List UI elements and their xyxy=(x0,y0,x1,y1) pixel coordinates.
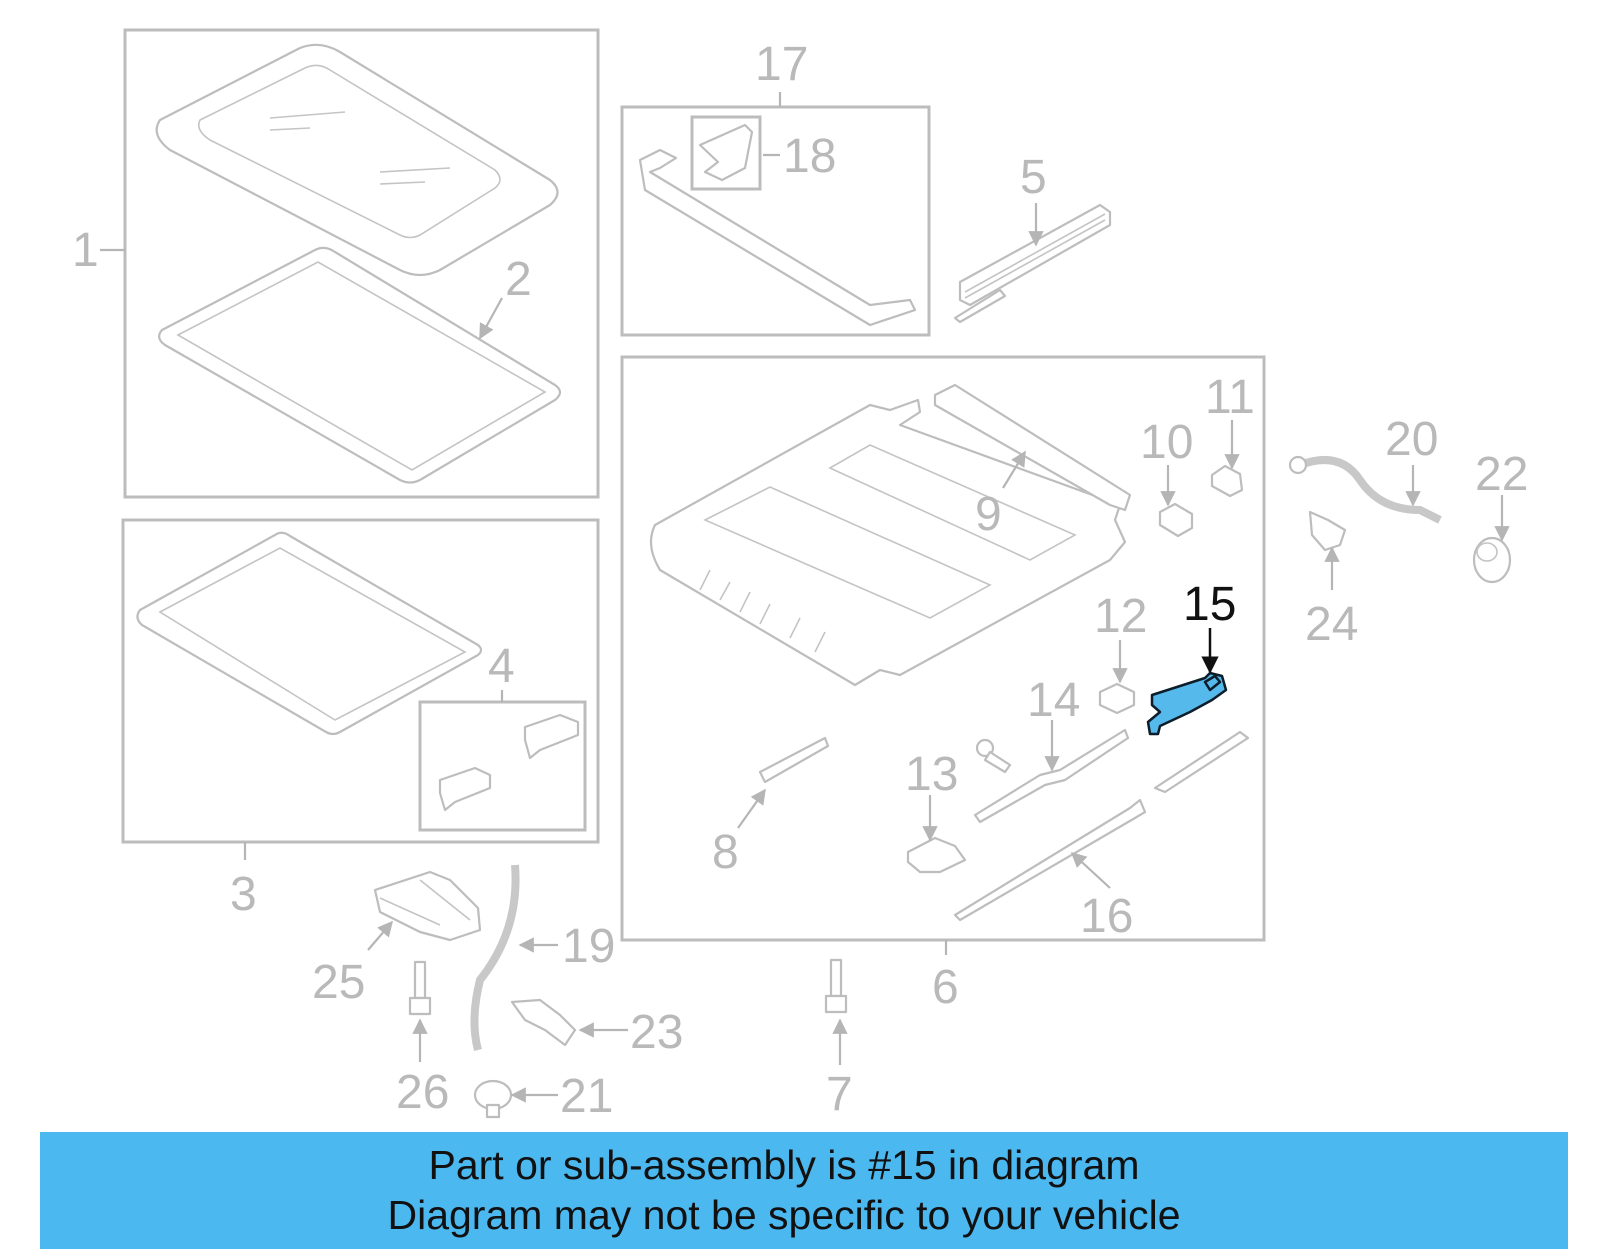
callout-21: 21 xyxy=(560,1070,613,1123)
group-box-18 xyxy=(690,115,762,191)
banner-line-1: Part or sub-assembly is #15 in diagram xyxy=(428,1142,1140,1188)
callout-13: 13 xyxy=(905,748,958,801)
part-22-grommet[interactable] xyxy=(1472,536,1512,584)
group-box-3 xyxy=(121,518,600,844)
part-7-bolt[interactable] xyxy=(824,958,848,1014)
part-24-clip[interactable] xyxy=(1308,510,1347,552)
part-25-motor[interactable] xyxy=(373,870,482,942)
callout-12: 12 xyxy=(1094,590,1147,643)
callout-26: 26 xyxy=(396,1066,449,1119)
part-1-glass-panel[interactable] xyxy=(155,43,559,277)
callout-7: 7 xyxy=(826,1068,853,1121)
part-10-bracket[interactable] xyxy=(1158,502,1194,538)
callout-4: 4 xyxy=(488,640,515,693)
group-box-17 xyxy=(620,105,931,337)
callout-22: 22 xyxy=(1475,448,1528,501)
callout-15: 15 xyxy=(1183,578,1236,631)
part-17-wind-deflector[interactable] xyxy=(638,148,917,327)
part-23-bracket[interactable] xyxy=(510,998,577,1047)
callout-23: 23 xyxy=(630,1006,683,1059)
part-9-cross-member[interactable] xyxy=(933,383,1132,512)
callout-10: 10 xyxy=(1140,416,1193,469)
part-11-clip[interactable] xyxy=(1210,464,1244,498)
group-box-1 xyxy=(123,28,600,499)
callout-19: 19 xyxy=(562,920,615,973)
callout-20: 20 xyxy=(1385,413,1438,466)
callout-2: 2 xyxy=(505,253,532,306)
callout-9: 9 xyxy=(975,488,1002,541)
callout-17: 17 xyxy=(755,38,808,91)
part-19-drain-hose[interactable] xyxy=(470,864,520,1052)
part-12-block[interactable] xyxy=(1098,682,1136,715)
part-2-seal[interactable] xyxy=(158,246,562,484)
callout-14: 14 xyxy=(1027,674,1080,727)
part-14-link-rail[interactable] xyxy=(973,728,1130,824)
part-5-guide-rail[interactable] xyxy=(953,203,1112,324)
callout-24: 24 xyxy=(1305,598,1358,651)
part-13-stopper[interactable] xyxy=(906,836,967,874)
callout-25: 25 xyxy=(312,956,365,1009)
callout-6: 6 xyxy=(932,961,959,1014)
callout-5: 5 xyxy=(1020,151,1047,204)
callout-3: 3 xyxy=(230,868,257,921)
callout-1: 1 xyxy=(72,224,99,277)
part-15-highlighted[interactable] xyxy=(1146,671,1228,736)
part-21-grommet[interactable] xyxy=(473,1079,513,1119)
part-18-clip[interactable] xyxy=(698,123,754,182)
part-6-frame[interactable] xyxy=(649,398,1127,687)
callout-16: 16 xyxy=(1080,890,1133,943)
info-banner: Part or sub-assembly is #15 in diagram D… xyxy=(40,1132,1568,1249)
part-4-clips[interactable] xyxy=(438,713,580,812)
part-26-bolt[interactable] xyxy=(408,960,432,1016)
part-8-strip[interactable] xyxy=(758,736,830,784)
group-box-6 xyxy=(620,355,1266,942)
banner-line-2: Diagram may not be specific to your vehi… xyxy=(387,1192,1181,1238)
callout-8: 8 xyxy=(712,826,739,879)
callout-11: 11 xyxy=(1205,371,1255,424)
callout-18: 18 xyxy=(783,130,836,183)
part-3-sunshade[interactable] xyxy=(136,531,483,736)
part-16-drive-cable[interactable] xyxy=(953,730,1250,922)
part-20-drain-hose[interactable] xyxy=(1288,455,1442,524)
